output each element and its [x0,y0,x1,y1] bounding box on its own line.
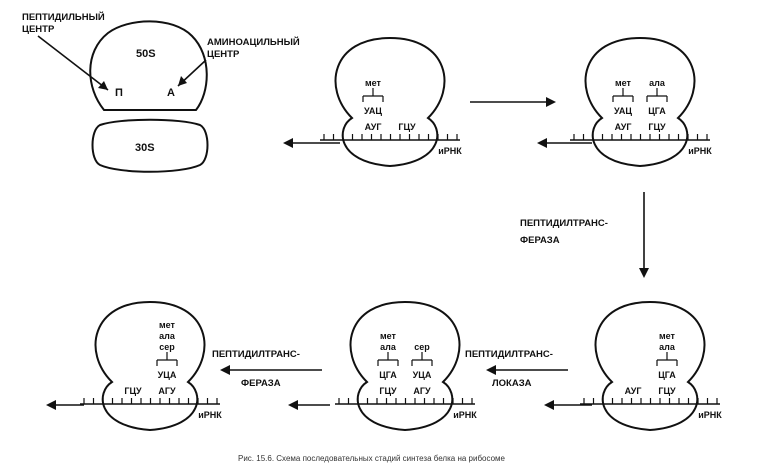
trna-anticodon: УЦА [413,370,432,380]
trna-anticodon: ЦГА [658,370,676,380]
arrow-step5-release-head [46,400,56,410]
trna-bracket [362,88,384,102]
small-subunit-label: 30S [135,142,155,154]
trna-bracket [377,352,399,366]
large-subunit-shape [89,20,208,111]
figure-caption: Рис. 15.6. Схема последовательных стадий… [238,454,506,463]
trna-anticodon: УАЦ [364,106,382,116]
arrow-step2-release-head [537,138,547,148]
amino-acid-label: мет [659,331,676,341]
arrow-step3-release-head [544,400,554,410]
aminoacyl-center-label-line2: ЦЕНТР [207,49,240,60]
amino-acid-label: мет [380,331,397,341]
ribosome-body [349,300,461,432]
trna-anticodon: ЦГА [379,370,397,380]
arrow-step3-to-step4-head [486,365,496,375]
amino-acid-label: сер [159,342,175,352]
aminoacyl-center-pointer-head [178,76,187,86]
amino-acid-label: мет [365,78,382,88]
trna-bracket [411,352,433,366]
ribosome-body [584,36,696,168]
ribosome-body [94,300,206,432]
mrna-label: иРНК [688,146,712,156]
translocase-label-line2: ЛОКАЗА [492,378,532,389]
mrna-codon: ГЦУ [379,386,397,396]
transferase-label-1-line1: ПЕПТИДИЛТРАНС- [520,218,608,229]
transferase-label-1-line2: ФЕРАЗА [520,235,560,246]
arrow-step4-to-step5-head [220,365,230,375]
amino-acid-label: ала [659,342,676,352]
translocase-label-line1: ПЕПТИДИЛТРАНС- [465,349,553,360]
ribosome-body [334,36,446,168]
trna-anticodon: УЦА [158,370,177,380]
ribosome-stage-1: иРНК АУГ ГЦУ УАЦ мет [320,36,462,168]
mrna-codon: ГЦУ [658,386,676,396]
aminoacyl-center-label-line1: АМИНОАЦИЛЬНЫЙ [207,36,300,48]
arrow-step1-to-step2-head [546,97,556,107]
ribosome-body [594,300,706,432]
amino-acid-label: ала [159,331,176,341]
trna-anticodon: УАЦ [614,106,632,116]
trna-bracket [646,88,668,102]
mrna-codon: АУГ [625,386,642,396]
ribosome-key: ПЕПТИДИЛЬНЫЙ ЦЕНТР АМИНОАЦИЛЬНЫЙ ЦЕНТР 5… [22,11,300,173]
amino-acid-label: ала [380,342,397,352]
amino-acid-label: мет [615,78,632,88]
arrow-step2-to-step3-head [639,268,649,278]
mrna-codon: АГУ [158,386,176,396]
peptidyl-center-label-line1: ПЕПТИДИЛЬНЫЙ [22,11,105,23]
transferase-label-2-line2: ФЕРАЗА [241,378,281,389]
mrna-label: иРНК [453,410,477,420]
amino-acid-label: сер [414,342,430,352]
peptidyl-center-pointer [37,35,109,91]
arrow-step1-release-head [283,138,293,148]
mrna-label: иРНК [438,146,462,156]
mrna-codon: АУГ [365,122,382,132]
transferase-label-2-line1: ПЕПТИДИЛТРАНС- [212,349,300,360]
trna-anticodon: ЦГА [648,106,666,116]
trna-bracket [612,88,634,102]
a-site-label: А [167,87,175,99]
small-subunit-shape [91,118,209,173]
mrna-codon: ГЦУ [398,122,416,132]
mrna-label: иРНК [698,410,722,420]
p-site-label: П [115,87,123,99]
amino-acid-label: ала [649,78,666,88]
arrow-step4-release-head [288,400,298,410]
trna-bracket [656,352,678,366]
mrna-codon: ГЦУ [648,122,666,132]
peptidyl-center-pointer-head [98,81,108,90]
mrna-codon: ГЦУ [124,386,142,396]
amino-acid-label: мет [159,320,176,330]
mrna-codon: АГУ [413,386,431,396]
peptidyl-center-label-line2: ЦЕНТР [22,24,55,35]
trna-bracket [156,352,178,366]
large-subunit-label: 50S [136,48,156,60]
mrna-label: иРНК [198,410,222,420]
enzyme-labels: ПЕПТИДИЛТРАНС- ФЕРАЗА ПЕПТИДИЛТРАНС- ЛОК… [212,218,608,389]
process-arrows [46,97,649,410]
mrna-codon: АУГ [615,122,632,132]
